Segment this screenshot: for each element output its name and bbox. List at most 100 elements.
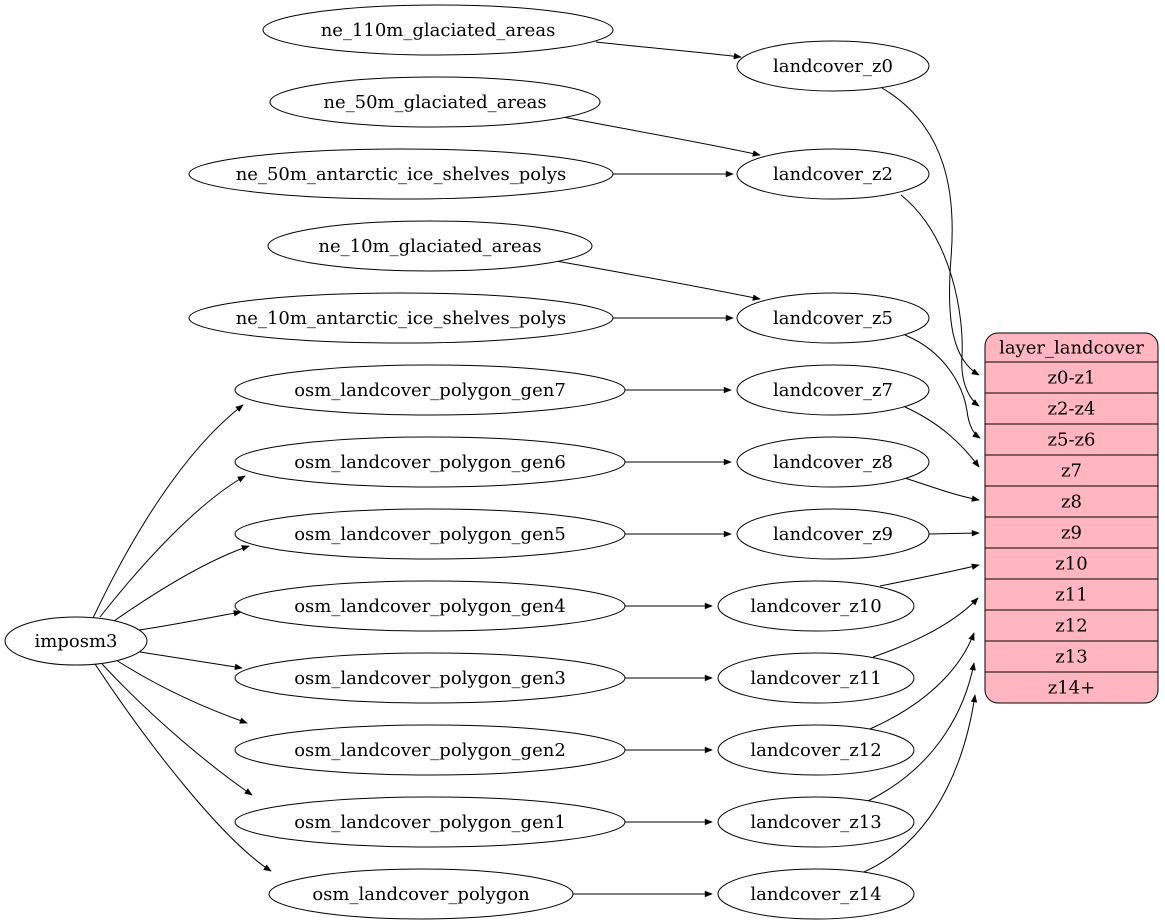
- node-landcover_z10: landcover_z10: [717, 580, 915, 632]
- node-ne_50m_glaciated_areas: ne_50m_glaciated_areas: [269, 76, 601, 128]
- record-row-z5-z6: z5-z6: [1048, 430, 1096, 451]
- node-landcover_z8-label: landcover_z8: [773, 452, 893, 473]
- node-osm_landcover_polygon_gen5-label: osm_landcover_polygon_gen5: [294, 524, 566, 545]
- node-osm_landcover_polygon_gen3-label: osm_landcover_polygon_gen3: [294, 668, 566, 689]
- node-landcover_z7-shape: [736, 364, 930, 416]
- node-osm_landcover_polygon_gen2-shape: [234, 724, 626, 776]
- node-landcover_z14-label: landcover_z14: [750, 884, 881, 905]
- edge-landcover_z9-to-layer_landcover-z9: [928, 529, 980, 537]
- node-osm_landcover_polygon_gen5-shape: [234, 508, 626, 560]
- node-ne_10m_glaciated_areas-shape: [267, 220, 593, 272]
- edge-imposm3-to-osm_landcover_polygon_gen5: [113, 545, 250, 622]
- node-osm_landcover_polygon_gen2: osm_landcover_polygon_gen2: [234, 724, 626, 776]
- record-row-z0-z1: z0-z1: [1048, 368, 1096, 389]
- edge-ne_50m_glaciated_areas-to-landcover_z2: [562, 116, 761, 157]
- edge-imposm3-to-osm_landcover_polygon_gen6: [99, 475, 246, 618]
- node-osm_landcover_polygon-shape: [268, 868, 574, 920]
- node-landcover_z0-label: landcover_z0: [773, 56, 893, 77]
- edge-landcover_z14-to-layer_landcover-z14+: [863, 694, 978, 873]
- nodes-layer: imposm3 ne_110m_glaciated_areas ne_50m_gla…: [4, 4, 930, 920]
- edge-landcover_z11-to-layer_landcover-z11: [872, 597, 979, 658]
- node-imposm3: imposm3: [4, 616, 148, 666]
- edge-imposm3-to-osm_landcover_polygon: [94, 663, 272, 872]
- node-osm_landcover_polygon_gen7: osm_landcover_polygon_gen7: [234, 364, 626, 416]
- node-landcover_z7-label: landcover_z7: [773, 380, 893, 401]
- node-landcover_z13-shape: [717, 796, 915, 848]
- node-landcover_z11: landcover_z11: [717, 652, 915, 704]
- node-landcover_z2-shape: [736, 148, 930, 200]
- edge-landcover_z8-to-layer_landcover-z8: [904, 477, 980, 502]
- node-landcover_z0: landcover_z0: [736, 40, 930, 92]
- node-osm_landcover_polygon-label: osm_landcover_polygon: [312, 884, 530, 905]
- node-osm_landcover_polygon: osm_landcover_polygon: [268, 868, 574, 920]
- edge-landcover_z12-to-layer_landcover-z12: [869, 632, 975, 730]
- node-landcover_z7: landcover_z7: [736, 364, 930, 416]
- node-landcover_z0-shape: [736, 40, 930, 92]
- node-landcover_z9-label: landcover_z9: [773, 524, 893, 545]
- node-landcover_z12: landcover_z12: [717, 724, 915, 776]
- node-landcover_z10-shape: [717, 580, 915, 632]
- record-layer_landcover: layer_landcoverz0-z1z2-z4z5-z6z7z8z9z10z…: [984, 332, 1159, 704]
- edge-landcover_z2-to-layer_landcover-z2-z4: [900, 194, 980, 407]
- record-row-z12: z12: [1055, 616, 1087, 637]
- node-ne_10m_glaciated_areas: ne_10m_glaciated_areas: [267, 220, 593, 272]
- record-row-z14+: z14+: [1048, 678, 1095, 699]
- node-osm_landcover_polygon_gen4: osm_landcover_polygon_gen4: [234, 580, 626, 632]
- node-ne_50m_glaciated_areas-label: ne_50m_glaciated_areas: [323, 92, 546, 113]
- node-osm_landcover_polygon_gen4-shape: [234, 580, 626, 632]
- node-osm_landcover_polygon_gen7-label: osm_landcover_polygon_gen7: [294, 380, 566, 401]
- record-row-z9: z9: [1061, 523, 1082, 544]
- node-osm_landcover_polygon_gen6: osm_landcover_polygon_gen6: [234, 436, 626, 488]
- edge-imposm3-to-osm_landcover_polygon_gen4: [138, 610, 242, 631]
- node-ne_50m_antarctic_ice_shelves_polys-shape: [188, 148, 614, 200]
- edge-landcover_z10-to-layer_landcover-z10: [879, 563, 980, 587]
- node-landcover_z11-label: landcover_z11: [750, 668, 881, 689]
- node-imposm3-shape: [4, 616, 148, 666]
- node-ne_50m_glaciated_areas-shape: [269, 76, 601, 128]
- node-landcover_z12-shape: [717, 724, 915, 776]
- node-landcover_z10-label: landcover_z10: [750, 596, 881, 617]
- node-landcover_z9: landcover_z9: [736, 508, 930, 560]
- node-osm_landcover_polygon_gen6-shape: [234, 436, 626, 488]
- node-ne_10m_antarctic_ice_shelves_polys: ne_10m_antarctic_ice_shelves_polys: [188, 292, 614, 344]
- node-ne_50m_antarctic_ice_shelves_polys-label: ne_50m_antarctic_ice_shelves_polys: [236, 164, 567, 185]
- node-landcover_z14-shape: [717, 868, 915, 920]
- node-landcover_z8-shape: [736, 436, 930, 488]
- node-landcover_z9-shape: [736, 508, 930, 560]
- node-landcover_z13: landcover_z13: [717, 796, 915, 848]
- record-row-z13: z13: [1055, 647, 1087, 668]
- node-osm_landcover_polygon_gen1-shape: [234, 796, 626, 848]
- edge-imposm3-to-osm_landcover_polygon_gen1: [101, 663, 253, 796]
- node-osm_landcover_polygon_gen1-label: osm_landcover_polygon_gen1: [294, 812, 566, 833]
- record-row-z8: z8: [1061, 492, 1082, 513]
- node-landcover_z13-label: landcover_z13: [750, 812, 881, 833]
- record-row-z7: z7: [1061, 461, 1082, 482]
- node-osm_landcover_polygon_gen2-label: osm_landcover_polygon_gen2: [294, 740, 566, 761]
- node-ne_10m_antarctic_ice_shelves_polys-label: ne_10m_antarctic_ice_shelves_polys: [236, 308, 567, 329]
- node-osm_landcover_polygon_gen6-label: osm_landcover_polygon_gen6: [294, 452, 566, 473]
- edge-imposm3-to-osm_landcover_polygon_gen2: [115, 659, 248, 724]
- node-osm_landcover_polygon_gen4-label: osm_landcover_polygon_gen4: [294, 596, 566, 617]
- node-landcover_z12-label: landcover_z12: [750, 740, 881, 761]
- node-landcover_z11-shape: [717, 652, 915, 704]
- node-ne_110m_glaciated_areas: ne_110m_glaciated_areas: [262, 4, 614, 56]
- edge-ne_10m_glaciated_areas-to-landcover_z5: [555, 260, 761, 301]
- node-ne_10m_antarctic_ice_shelves_polys-shape: [188, 292, 614, 344]
- node-landcover_z5-shape: [736, 292, 930, 344]
- edge-landcover_z5-to-layer_landcover-z5-z6: [904, 334, 981, 439]
- node-ne_110m_glaciated_areas-shape: [262, 4, 614, 56]
- edge-landcover_z13-to-layer_landcover-z13: [867, 662, 976, 802]
- edge-imposm3-to-osm_landcover_polygon_gen3: [139, 651, 243, 671]
- node-ne_10m_glaciated_areas-label: ne_10m_glaciated_areas: [318, 236, 541, 257]
- node-landcover_z5-label: landcover_z5: [773, 308, 893, 329]
- edge-landcover_z7-to-layer_landcover-z7: [904, 406, 980, 468]
- record-title: layer_landcover: [999, 338, 1144, 359]
- edge-ne_110m_glaciated_areas-to-landcover_z0: [595, 41, 742, 60]
- record-row-z2-z4: z2-z4: [1048, 399, 1096, 420]
- node-ne_110m_glaciated_areas-label: ne_110m_glaciated_areas: [321, 20, 556, 41]
- node-imposm3-label: imposm3: [35, 631, 118, 652]
- node-osm_landcover_polygon_gen3-shape: [234, 652, 626, 704]
- edge-imposm3-to-osm_landcover_polygon_gen7: [92, 404, 244, 619]
